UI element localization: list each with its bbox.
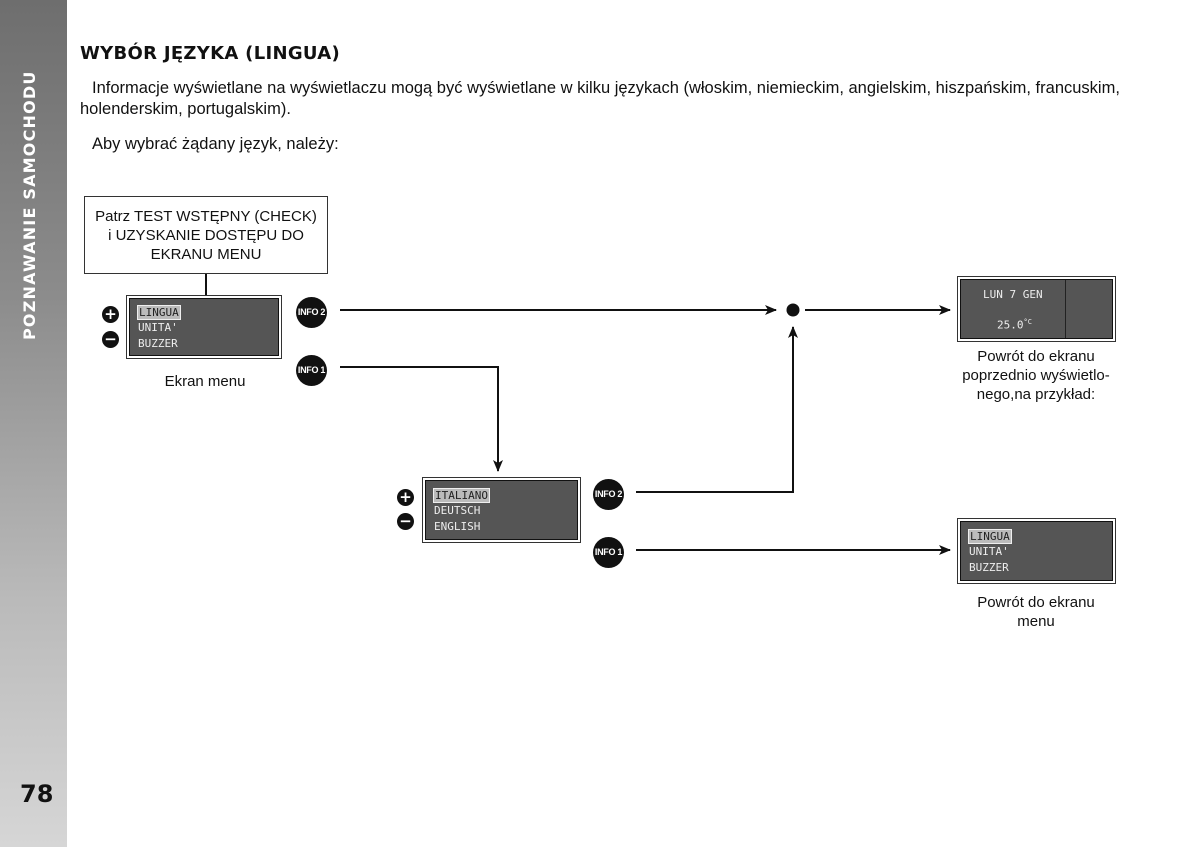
info1-button: INFO 1 xyxy=(593,537,624,568)
info1-button: INFO 1 xyxy=(296,355,327,386)
previous-screen: LUN 7 GEN 25.0°C xyxy=(960,279,1113,339)
info2-button: INFO 2 xyxy=(593,479,624,510)
menu-screen: LINGUA UNITA' BUZZER xyxy=(129,298,279,356)
sidebar: POZNAWANIE SAMOCHODU 78 xyxy=(0,0,67,847)
page-number: 78 xyxy=(20,780,54,808)
section-heading: WYBÓR JĘZYKA (LINGUA) xyxy=(80,43,341,64)
minus-icon: − xyxy=(102,331,119,348)
previous-screen-caption: Powrót do ekranu poprzednio wyświetlo- n… xyxy=(962,348,1110,403)
plus-icon: + xyxy=(397,489,414,506)
plus-icon: + xyxy=(102,306,119,323)
menu-screen-caption: Ekran menu xyxy=(164,373,246,390)
arrow-info2-to-junction-up xyxy=(636,326,798,493)
arrow-info1-to-language xyxy=(340,366,503,472)
junction-dot xyxy=(786,303,800,317)
paragraph-instruction: Aby wybrać żądany język, należy: xyxy=(92,135,339,153)
return-menu-screen: LINGUA UNITA' BUZZER xyxy=(960,521,1113,581)
minus-icon: − xyxy=(397,513,414,530)
start-box: Patrz TEST WSTĘPNY (CHECK) i UZYSKANIE D… xyxy=(84,196,328,274)
return-menu-caption: Powrót do ekranu menu xyxy=(977,594,1095,630)
paragraph-intro: Informacje wyświetlane na wyświetlaczu m… xyxy=(80,79,1120,118)
language-screen: ITALIANO DEUTSCH ENGLISH xyxy=(425,480,578,540)
info2-button: INFO 2 xyxy=(296,297,327,328)
